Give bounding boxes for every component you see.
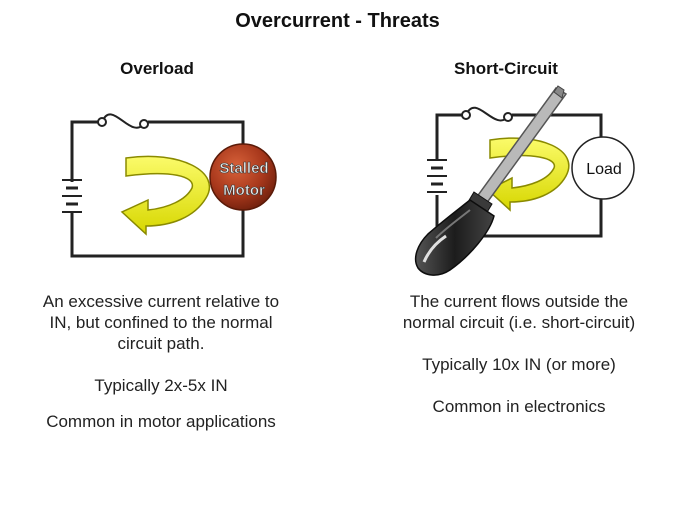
motor-label-line1: Stalled (219, 160, 268, 177)
overload-desc-line3: circuit path. (117, 334, 205, 353)
fuse-icon (461, 106, 513, 122)
short-typical-sub: N (528, 355, 542, 374)
load-icon: Load (571, 136, 635, 200)
battery-icon (427, 159, 447, 193)
short-circuit-common: Common in electronics (432, 397, 606, 416)
overload-typical-sub: N (215, 376, 228, 395)
overload-desc-rest: , but confined to the normal (66, 313, 273, 332)
overload-desc-i: I (49, 313, 55, 332)
short-circuit-heading: Short-Circuit (454, 59, 558, 78)
page-title: Overcurrent - Threats (235, 10, 440, 32)
motor-label-line2: Motor (223, 182, 265, 199)
overload-typical-prefix: Typically 2x-5x I (94, 376, 216, 395)
overload-desc-line2: IN, but confined to the normal (10, 312, 312, 333)
short-typical-prefix: Typically 10x I (422, 355, 529, 374)
overload-heading: Overload (120, 59, 194, 78)
stalled-motor-icon: Stalled Motor (209, 143, 277, 211)
load-label: Load (586, 161, 622, 178)
overload-description: An excessive current relative to IN, but… (10, 291, 312, 354)
screwdriver-icon (414, 85, 568, 276)
overload-typical: Typically 2x-5x IN (10, 375, 312, 396)
short-circuit-circuit: Load (414, 85, 635, 276)
battery-icon (62, 179, 82, 213)
short-circuit-description: The current flows outside the normal cir… (360, 291, 675, 333)
short-desc-line1: The current flows outside the (409, 292, 629, 311)
current-arrow-icon (120, 155, 211, 236)
overload-common: Common in motor applications (46, 412, 276, 431)
short-circuit-typical: Typically 10x IN (or more) (360, 354, 675, 375)
overload-desc-line1: An excessive current relative to (42, 292, 280, 311)
overload-desc-sub: N (54, 313, 67, 332)
current-arrow-icon (486, 137, 570, 212)
short-desc-line2: normal circuit (i.e. short-circuit) (402, 313, 636, 332)
overload-circuit: Stalled Motor (62, 113, 277, 258)
fuse-icon (97, 113, 149, 129)
short-typical-suffix: (or more) (541, 355, 616, 374)
